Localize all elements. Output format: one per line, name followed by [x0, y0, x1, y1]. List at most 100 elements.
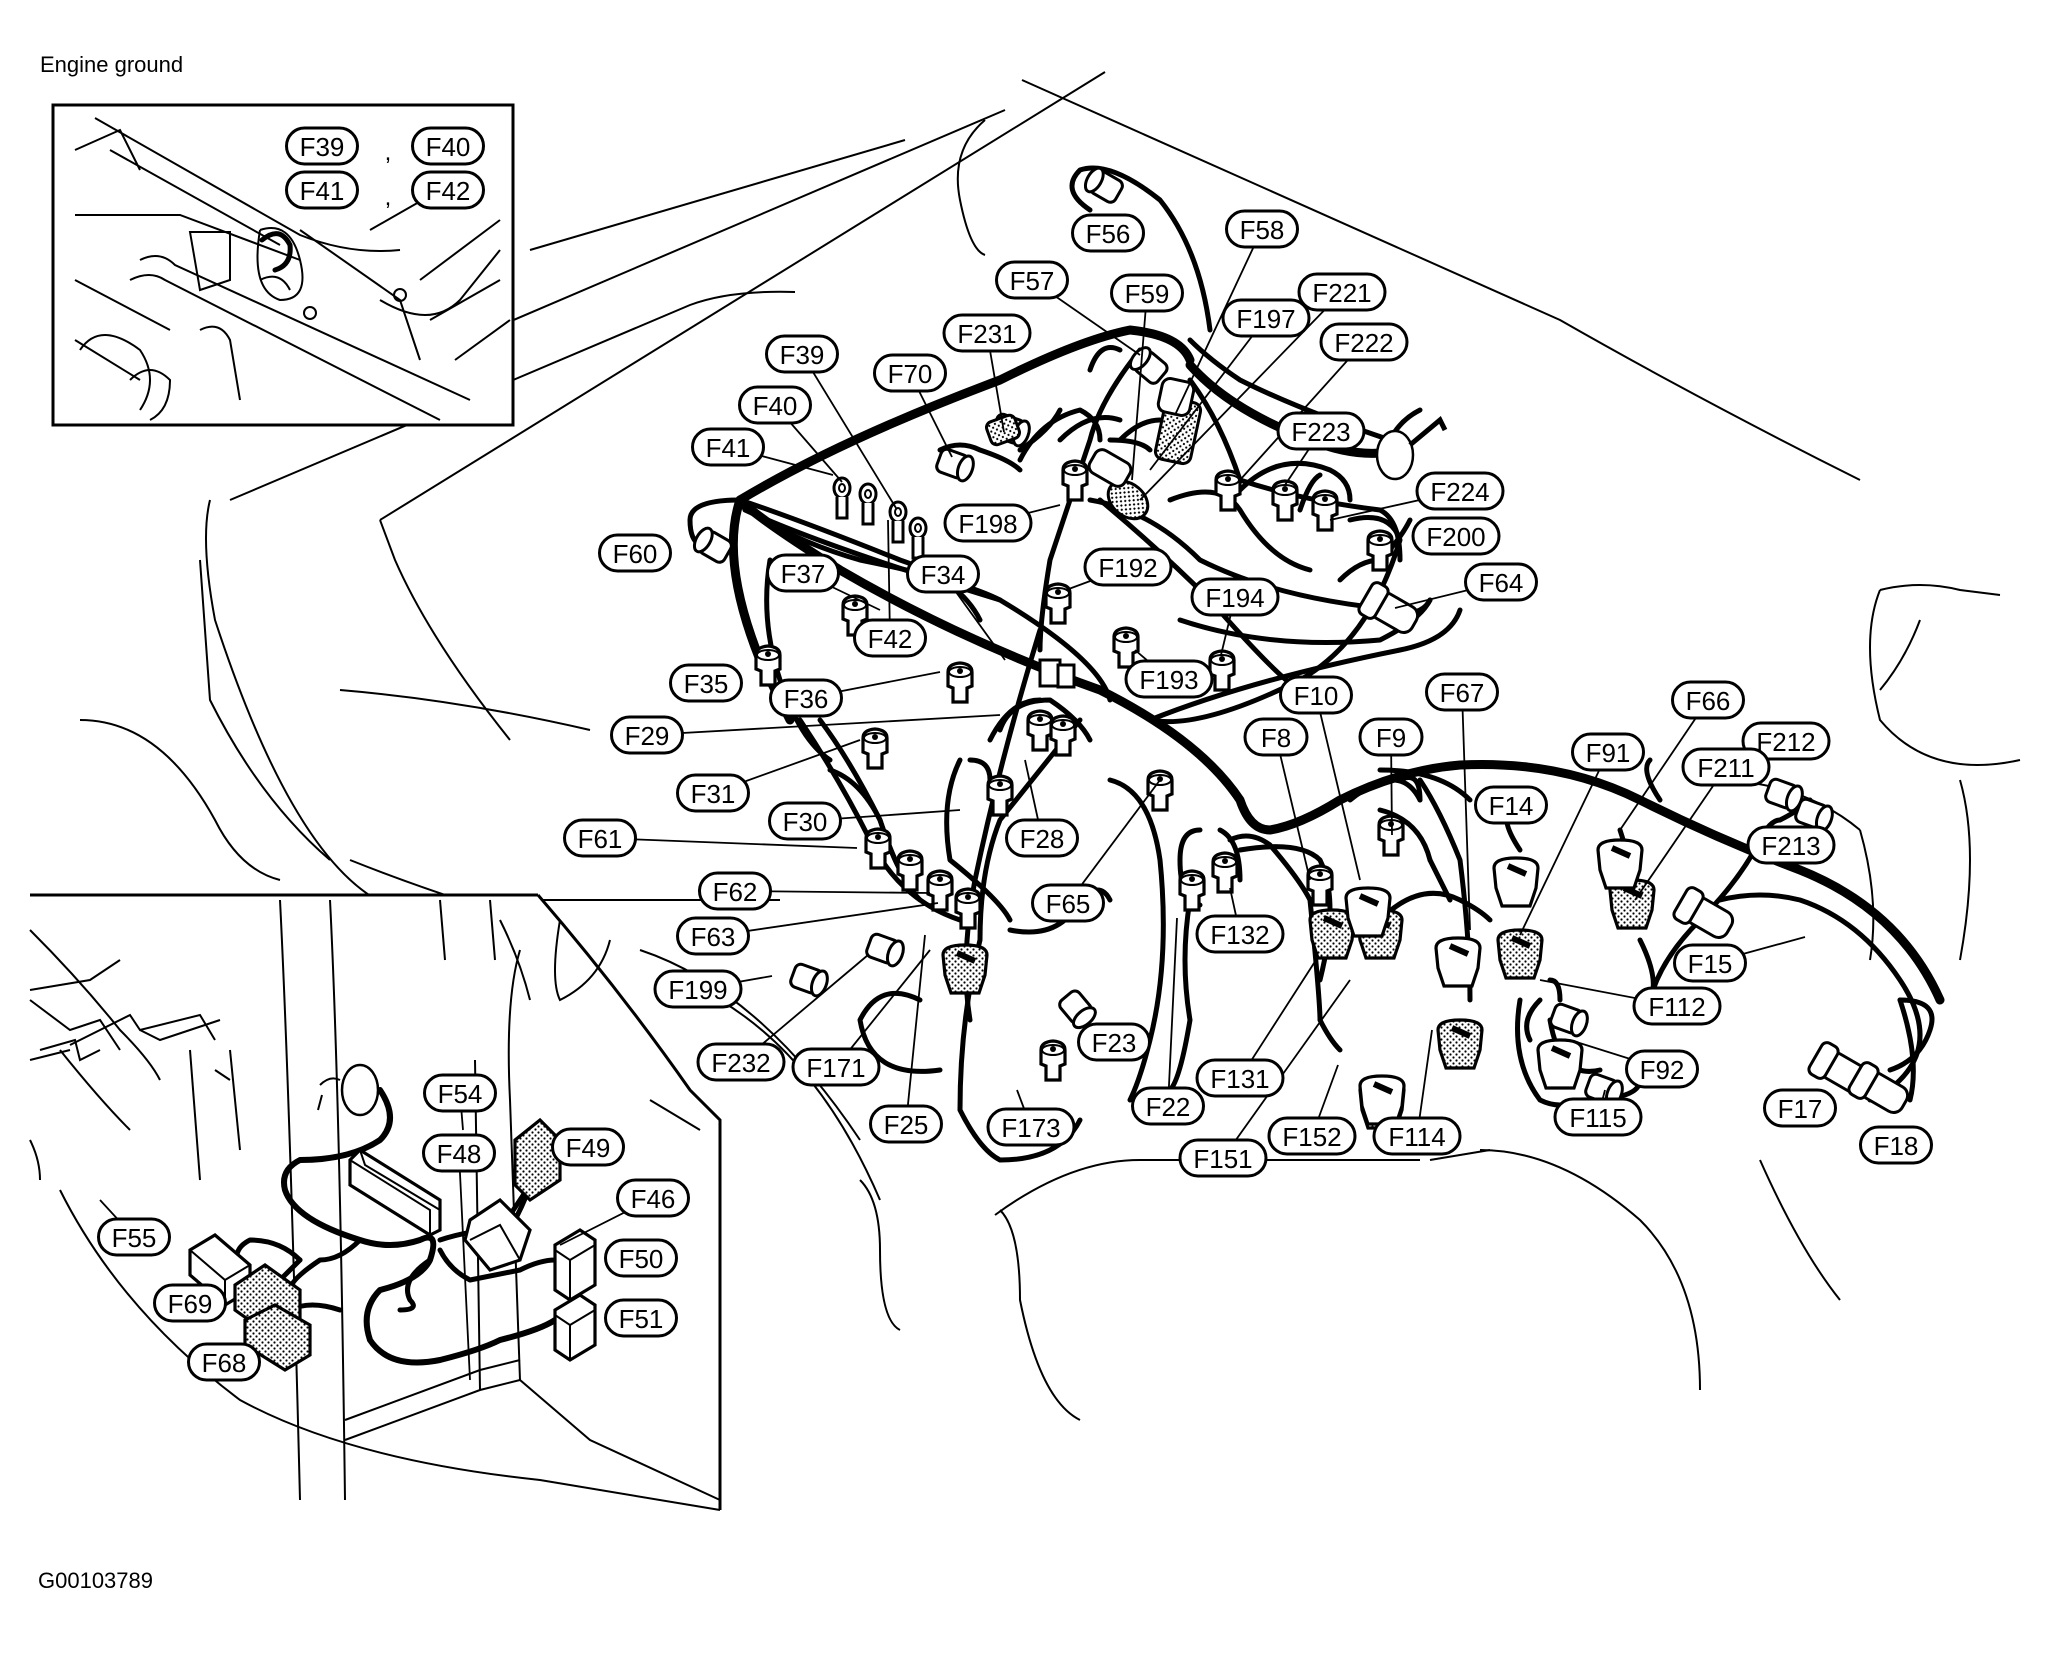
callout-label: F9 — [1376, 723, 1406, 753]
callout-box — [1267, 1116, 1357, 1156]
callout-F65: F65 — [1031, 883, 1105, 923]
callout-box — [285, 126, 359, 166]
connector-flat — [1496, 928, 1544, 980]
callout-box — [1297, 272, 1387, 312]
callout-box — [869, 1104, 943, 1144]
callout-F56: F56 — [1071, 213, 1145, 253]
callout-box — [1031, 883, 1105, 923]
callout-label: F10 — [1294, 681, 1339, 711]
callout-box — [1681, 747, 1771, 787]
callout-label: F56 — [1086, 219, 1131, 249]
callout-label: F64 — [1479, 568, 1524, 598]
callout-box — [738, 385, 812, 425]
callout-box — [1077, 1022, 1151, 1062]
callout-label: F49 — [566, 1133, 611, 1163]
callout-label: F63 — [691, 922, 736, 952]
callout-box — [873, 353, 947, 393]
callout-F132: F132 — [1195, 914, 1285, 954]
leader-line-F58 — [1174, 228, 1263, 416]
callout-label: F18 — [1874, 1131, 1919, 1161]
connector-plug — [946, 661, 974, 704]
callout-label: F41 — [300, 176, 345, 206]
callout-box — [1464, 562, 1538, 602]
callout-label: F70 — [888, 359, 933, 389]
connector-plug — [896, 849, 924, 892]
leader-line-F39 — [801, 353, 897, 509]
leader-line-F61 — [599, 837, 858, 849]
callout-label: F51 — [619, 1304, 664, 1334]
callout-F199: F199 — [653, 969, 743, 1009]
callout-F29: F29 — [610, 715, 684, 755]
callout-F63: F63 — [676, 916, 750, 956]
callout-label: F213 — [1761, 831, 1820, 861]
leader-line-F67 — [1461, 691, 1471, 931]
callout-F25: F25 — [869, 1104, 943, 1144]
connector-ring-terminal — [908, 516, 928, 560]
callout-label: F48 — [437, 1139, 482, 1169]
separator-comma: , — [385, 139, 392, 166]
callout-F66: F66 — [1671, 680, 1745, 720]
callout-F212: F212 — [1741, 721, 1831, 761]
callout-box — [411, 170, 485, 210]
connector-bullet — [1083, 166, 1124, 204]
callout-F41: F41 — [285, 170, 359, 210]
callout-box — [563, 818, 637, 858]
connector-flat — [1536, 1038, 1584, 1090]
callout-F46: F46 — [616, 1178, 690, 1218]
main-view-leaders — [599, 228, 1806, 1159]
callout-F49: F49 — [551, 1127, 625, 1167]
callout-F112: F112 — [1632, 986, 1722, 1026]
callout-box — [610, 715, 684, 755]
callout-label: F173 — [1001, 1113, 1060, 1143]
callout-box — [153, 1283, 227, 1323]
callout-box — [1083, 547, 1173, 587]
connector-F49 — [513, 1117, 562, 1203]
callout-F15: F15 — [1673, 943, 1747, 983]
callout-box — [1124, 659, 1214, 699]
leader-line-F66 — [1619, 699, 1709, 831]
connector-flat — [941, 943, 989, 995]
callout-box — [1178, 1138, 1268, 1178]
callout-label: F69 — [168, 1289, 213, 1319]
callout-F173: F173 — [986, 1107, 1076, 1147]
callout-label: F171 — [806, 1053, 865, 1083]
callout-label: F223 — [1291, 417, 1350, 447]
callout-F91: F91 — [1571, 732, 1645, 772]
callout-box — [1319, 322, 1409, 362]
leader-line-F48 — [458, 1152, 471, 1381]
callout-box — [995, 260, 1069, 300]
leader-line-F151 — [1222, 979, 1351, 1159]
callout-box — [1474, 785, 1548, 825]
callout-label: F222 — [1334, 328, 1393, 358]
callout-box — [1411, 516, 1501, 556]
leader-line-F63 — [712, 902, 939, 937]
callout-label: F42 — [426, 176, 471, 206]
callout-box — [1225, 209, 1299, 249]
connector-coupler-cluster — [984, 377, 1448, 689]
callout-label: F199 — [668, 975, 727, 1005]
callout-box — [411, 126, 485, 166]
callout-F223: F223 — [1276, 411, 1366, 451]
callout-F67: F67 — [1425, 672, 1499, 712]
callout-F28: F28 — [1005, 818, 1079, 858]
callout-F69: F69 — [153, 1283, 227, 1323]
callout-box — [1553, 1097, 1643, 1137]
callout-F41: F41 — [691, 427, 765, 467]
callout-label: F194 — [1205, 583, 1264, 613]
callout-box — [1005, 818, 1079, 858]
callout-F193: F193 — [1124, 659, 1214, 699]
connector-ring-terminal — [832, 476, 852, 520]
callout-label: F40 — [426, 132, 471, 162]
callout-box — [1195, 914, 1285, 954]
callout-F9: F9 — [1358, 717, 1424, 757]
callout-F211: F211 — [1681, 747, 1771, 787]
connector-plug — [954, 887, 982, 930]
callout-box — [698, 871, 772, 911]
callout-box — [696, 1042, 786, 1082]
callout-box — [768, 801, 842, 841]
